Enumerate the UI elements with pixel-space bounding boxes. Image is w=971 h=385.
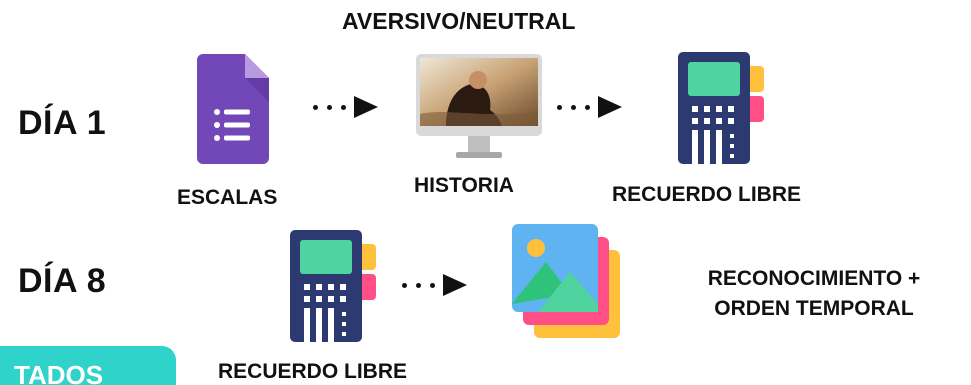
arrow-historia-to-recuerdo bbox=[557, 96, 622, 118]
arrow-recuerdo-to-reconocimiento bbox=[402, 274, 467, 296]
day-1-label: DÍA 1 bbox=[18, 104, 107, 142]
historia-label: HISTORIA bbox=[414, 174, 514, 197]
keypad-device-icon bbox=[678, 52, 770, 169]
reconocimiento-label: RECONOCIMIENTO + ORDEN TEMPORAL bbox=[664, 264, 964, 324]
keypad-device-icon bbox=[290, 230, 382, 347]
reconocimiento-line1: RECONOCIMIENTO + bbox=[707, 267, 921, 290]
escalas-label: ESCALAS bbox=[177, 186, 278, 209]
day-8-label: DÍA 8 bbox=[18, 262, 107, 300]
reconocimiento-line2: ORDEN TEMPORAL bbox=[714, 297, 914, 320]
arrow-forms-to-historia bbox=[313, 96, 378, 118]
monitor-icon bbox=[416, 54, 542, 167]
recuerdo-libre-d1-label: RECUERDO LIBRE bbox=[612, 183, 802, 206]
recuerdo-libre-d8-label: RECUERDO LIBRE bbox=[218, 360, 408, 383]
condition-label: AVERSIVO/NEUTRAL bbox=[342, 8, 576, 34]
forms-icon bbox=[197, 54, 269, 169]
results-tab[interactable]: TADOS bbox=[0, 346, 176, 385]
results-tab-label: TADOS bbox=[14, 360, 104, 385]
image-gallery-icon bbox=[512, 224, 622, 347]
